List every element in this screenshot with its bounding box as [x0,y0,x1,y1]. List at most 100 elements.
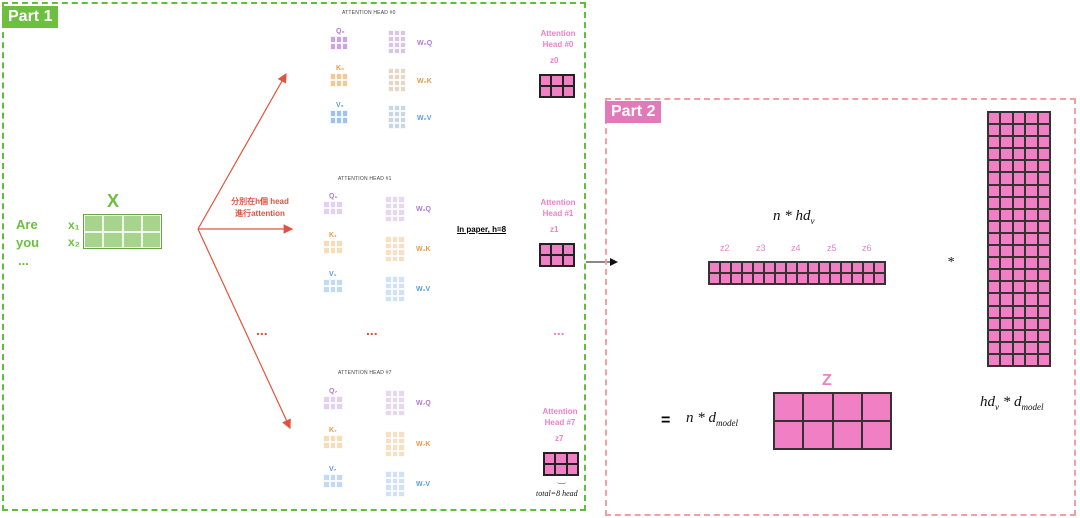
output-weight-cell [1037,208,1050,221]
output-weight-cell [988,196,1001,209]
output-weight-cell [988,353,1001,366]
wo-dimension: hdv * dmodel [980,394,1044,412]
equals-sign: = [661,412,671,429]
head-7-v-label: V₇ [329,466,337,473]
head-7-wk-label: W₇K [416,441,431,448]
arrow-to-head-7 [197,228,291,430]
output-weight-cell [1000,245,1013,258]
head-0-v-matrix [330,110,348,124]
head-0-wq-label: W₀Q [417,40,433,47]
output-weight-cell [988,172,1001,185]
head-0-k-label: K₀ [336,65,345,72]
output-weight-cell [1012,208,1026,221]
output-weight-cell [1037,341,1050,354]
concat-dimension-sub: v [810,216,815,226]
head-0-output-label-line1: Attention [540,29,576,38]
output-weight-cell [1025,160,1038,173]
output-weight-cell [1025,148,1038,161]
head-7-wk-matrix [385,431,405,457]
head-1-title: ATTENTION HEAD #1 [338,176,392,182]
output-weight-cell [1025,196,1038,209]
split-note: 分別在h個 head 進行attention [222,196,298,220]
output-weight-cell [1000,257,1013,270]
split-note-line1: 分別在h個 head [231,197,289,206]
head-1-q-label: Q₁ [329,193,338,200]
output-weight-cell [988,232,1001,246]
output-weight-cell [988,124,1001,137]
part2-tag: Part 2 [605,101,662,123]
concat-label-z2: z2 [720,243,730,253]
output-weight-cell [988,136,1001,149]
concat-label-z4: z4 [791,243,801,253]
output-weight-cell [1000,196,1013,209]
word-you: you [16,235,40,250]
output-weight-cell [988,293,1001,306]
output-weight-cell [988,341,1001,354]
output-weight-cell [1037,136,1050,149]
output-weight-cell [1025,269,1038,282]
output-weight-cell [1012,341,1026,354]
head-1-k-label: K₁ [329,232,337,239]
output-weight-cell [1037,148,1050,161]
pink-ellipsis: ... [553,322,565,338]
output-weight-cell [1000,293,1013,306]
output-weight-cell [1037,160,1050,173]
head-1-output-label: Attention Head #1 [536,197,580,219]
head-0-q-label: Q₀ [336,28,345,35]
head-7-q-label: Q₇ [329,388,338,395]
output-weight-cell [1012,329,1026,342]
output-weight-cell [1025,136,1038,149]
concatenated-z-matrix [708,261,886,285]
head-1-wk-matrix [385,236,405,262]
output-weight-cell [1012,220,1026,233]
output-weight-cell [1025,184,1038,197]
word-are: Are [16,217,38,232]
output-weight-cell [1012,124,1026,137]
head-1-wq-matrix [385,196,405,222]
output-weight-cell [1000,341,1013,354]
head-7-output-label: Attention Head #7 [538,406,582,428]
output-weight-cell [988,305,1001,318]
split-note-line2: 進行attention [235,209,285,218]
output-weight-cell [1037,353,1050,366]
output-weight-cell [988,220,1001,233]
output-weight-cell [1025,353,1038,366]
head-1-z-matrix [539,243,575,267]
output-weight-cell [1037,220,1050,233]
output-weight-cell [1037,245,1050,258]
head-0-wk-label: W₀K [417,78,432,85]
output-weight-cell [1037,269,1050,282]
head-7-wv-matrix [385,471,405,497]
head-7-wq-label: W₇Q [416,400,431,407]
head-7-v-matrix [323,474,343,488]
output-weight-cell [1012,281,1026,294]
total-brace-icon: ‿ [558,474,566,484]
output-weight-cell [1025,281,1038,294]
output-weight-cell [1012,160,1026,173]
output-weight-cell [1000,220,1013,233]
output-weight-cell [1012,269,1026,282]
output-weight-cell [1000,136,1013,149]
output-weight-cell [988,112,1001,125]
head-1-z-label: z1 [550,225,559,234]
output-weight-cell [1037,184,1050,197]
output-weight-cell [1025,245,1038,258]
input-matrix-label: X [107,191,120,211]
head-0-wq-matrix [388,30,406,54]
output-weight-cell [1037,329,1050,342]
head-7-wq-matrix [385,390,405,416]
output-weight-cell [1037,305,1050,318]
output-weight-cell [1025,329,1038,342]
head-1-wq-label: W₁Q [416,206,431,213]
output-weight-cell [1025,208,1038,221]
wo-dimension-mid: * d [999,394,1022,410]
output-weight-cell [988,317,1001,330]
head-1-output-label-line2: Head #1 [542,209,574,218]
output-weight-cell [1037,257,1050,270]
concat-label-z6: z6 [862,243,872,253]
head-0-q-matrix [330,36,348,50]
red-ellipsis-2: ... [366,322,378,338]
output-weight-cell [1012,353,1026,366]
output-weight-cell [1012,245,1026,258]
